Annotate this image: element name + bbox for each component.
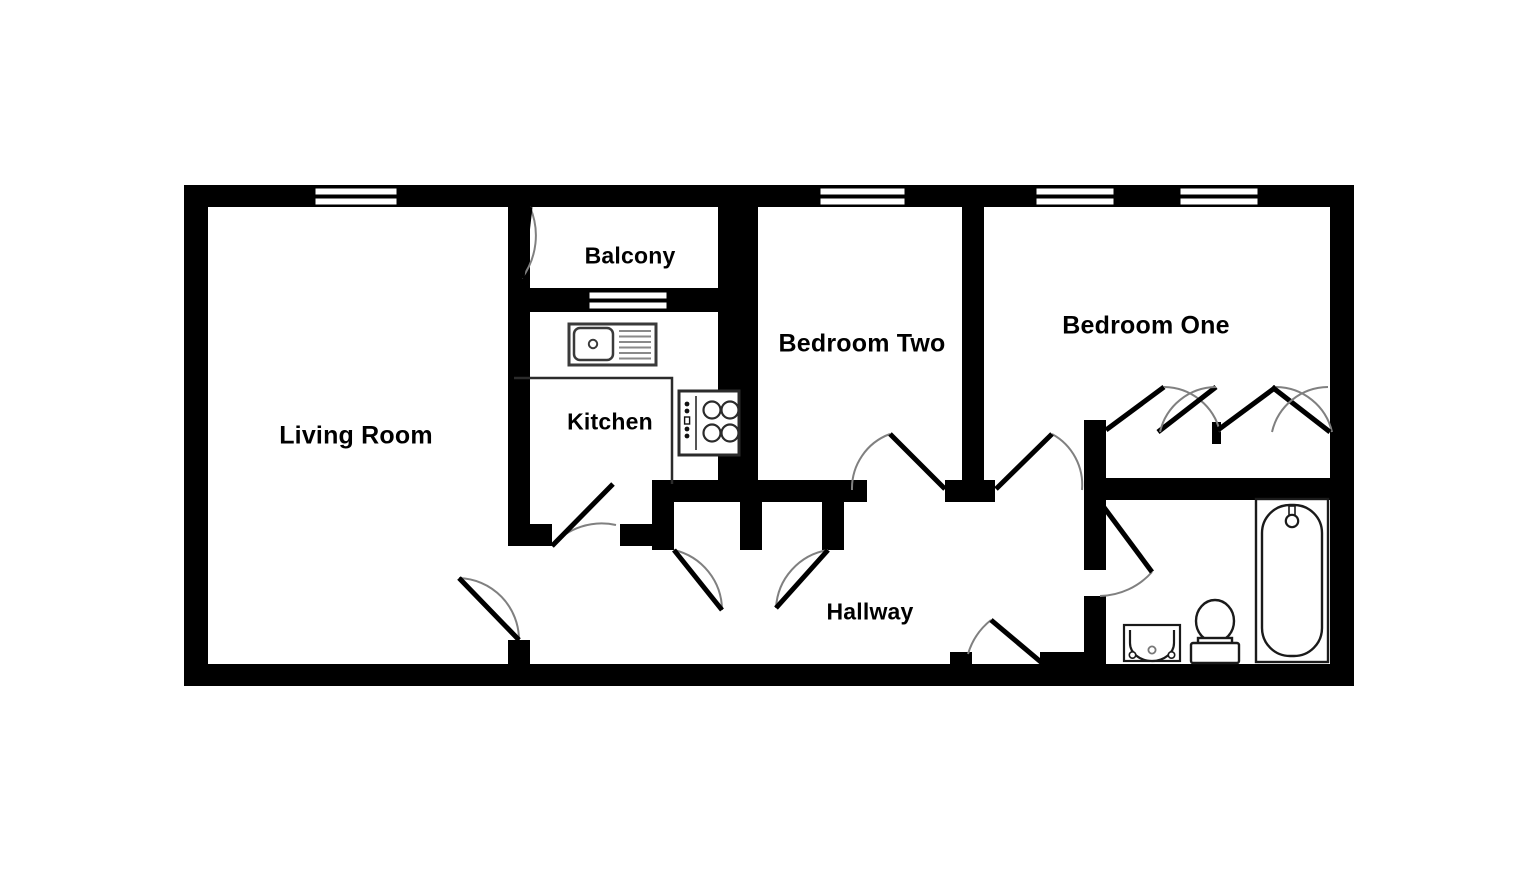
wall-cupboard-west: [652, 480, 674, 550]
door-cupboard-right: [774, 548, 830, 610]
toilet-cistern: [1189, 641, 1241, 665]
wall-bedroom-one-south: [1084, 478, 1354, 500]
wall-stub-entrance-east: [1040, 652, 1090, 674]
basin-tap-left: [1128, 650, 1137, 659]
wall-stub-living-south: [508, 640, 530, 676]
window-bedroom-one-right: [1179, 187, 1259, 206]
room-label-bedroom-two: Bedroom Two: [778, 329, 946, 358]
hob-control-knobs: [683, 401, 691, 439]
room-label-kitchen: Kitchen: [567, 408, 653, 435]
wall-bedroom-two-west: [740, 198, 758, 482]
toilet: [1189, 598, 1241, 665]
door-bathroom: [1097, 500, 1155, 597]
wall-cupboard-east: [822, 480, 844, 550]
basin-tap-right: [1167, 650, 1176, 659]
sink-drain: [587, 338, 599, 350]
room-label-living-room: Living Room: [279, 421, 433, 450]
wall-bathroom-west-upper: [1084, 500, 1106, 570]
kitchen-counter-outline: [514, 376, 674, 484]
windows-group: [314, 187, 1259, 310]
window-bedroom-two: [819, 187, 906, 206]
wall-stub-hall-west: [620, 524, 654, 546]
toilet-bowl: [1194, 598, 1236, 644]
wall-exterior-east: [1330, 185, 1354, 686]
wall-balcony-east: [718, 185, 740, 312]
wall-stub-entrance-west: [950, 652, 972, 674]
door-bedroom-two: [850, 432, 947, 491]
wardrobe-center-post: [1212, 422, 1221, 444]
bath-inner: [1260, 503, 1324, 658]
window-living-room: [314, 187, 398, 206]
door-entrance: [967, 618, 1050, 670]
basin-drain: [1147, 645, 1157, 655]
sink-drainer-grooves: [619, 330, 651, 360]
bathtub: [1254, 497, 1330, 664]
door-cupboard-left: [672, 548, 724, 612]
wall-cupboard-middle: [740, 480, 762, 550]
basin-bowl: [1128, 630, 1176, 663]
room-label-bedroom-one: Bedroom One: [1062, 311, 1230, 340]
wall-living-kitchen: [508, 300, 530, 545]
wall-exterior-south: [184, 664, 1354, 686]
door-balcony: [519, 206, 537, 279]
bath-tap: [1288, 505, 1296, 516]
wall-bedroom-two-east: [962, 185, 984, 485]
wall-bedroom-one-west-upper: [1084, 420, 1106, 490]
sink-with-drainer: [567, 322, 658, 367]
bath-drain: [1284, 513, 1300, 529]
door-kitchen: [550, 482, 617, 548]
wall-stub-kitchen-door: [508, 524, 552, 546]
wall-exterior-west: [184, 185, 208, 686]
doors-group: [457, 206, 1155, 670]
wall-stub-bedroom-two-door: [945, 480, 995, 502]
built-in-wardrobe: [1104, 384, 1333, 444]
door-living-room: [457, 576, 521, 642]
wash-basin: [1122, 623, 1182, 663]
door-bedroom-one: [994, 432, 1084, 491]
window-bedroom-one-left: [1035, 187, 1115, 206]
room-label-hallway: Hallway: [826, 598, 914, 625]
room-label-balcony: Balcony: [584, 242, 676, 269]
window-kitchen: [588, 291, 668, 310]
hob-burners: [702, 400, 740, 443]
four-ring-hob: [677, 389, 741, 457]
